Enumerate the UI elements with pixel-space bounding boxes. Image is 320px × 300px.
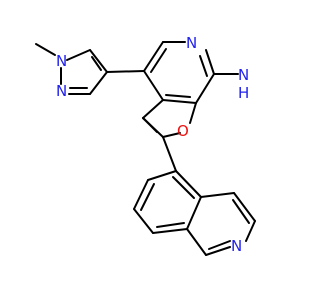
atom-amine-h: H bbox=[238, 84, 249, 102]
bond-layer bbox=[35, 41, 256, 256]
bond-pyrazole-pyridine bbox=[106, 70, 145, 73]
bond-c8a-c4a-iq bbox=[186, 196, 202, 230]
bond-c4-c3-iq bbox=[233, 192, 256, 222]
bond-c7a-c3a-double bbox=[165, 94, 191, 98]
bond-c1-c8a-iq bbox=[186, 228, 207, 256]
bond-c2-c3-double bbox=[142, 117, 158, 133]
bond-n1-c5 bbox=[66, 49, 91, 61]
bond-c4-c3-iq-double bbox=[232, 199, 250, 224]
bond-n2-c1-iq-double bbox=[208, 240, 231, 250]
bond-n6-c7 bbox=[205, 49, 215, 75]
bond-n6-c7-double bbox=[199, 55, 208, 77]
atom-isoquinoline-n: N bbox=[231, 237, 242, 255]
bond-c5-c6-iq bbox=[147, 170, 177, 181]
bond-c4a-c5-iq bbox=[175, 170, 202, 198]
bond-c7a-c3a bbox=[162, 99, 197, 104]
bond-c4-c5 bbox=[143, 41, 164, 72]
bond-c3-n2-iq bbox=[245, 220, 256, 242]
atom-furan-o: O bbox=[177, 122, 189, 140]
bond-c8-c8a-iq bbox=[152, 228, 188, 234]
bond-c5-c4-double bbox=[91, 56, 102, 71]
bond-c7a-o bbox=[189, 102, 197, 124]
bond-c7-c8-iq bbox=[133, 208, 154, 234]
bond-c6-c7-iq bbox=[133, 179, 149, 210]
bond-c4a-c5-iq-double bbox=[172, 176, 195, 199]
bond-c4-c3 bbox=[89, 71, 108, 95]
bond-methyl-n1 bbox=[35, 43, 56, 56]
atom-amine-n: N bbox=[238, 66, 249, 84]
bond-c4-c5-double bbox=[150, 48, 167, 73]
bond-c5-c4 bbox=[89, 49, 108, 73]
bond-n2-c1-iq bbox=[205, 246, 231, 256]
atom-pyrazole-n2: N bbox=[56, 82, 67, 100]
bond-c3-c3a bbox=[142, 99, 164, 119]
bond-o-c2 bbox=[162, 132, 181, 138]
atom-pyrazole-n1: N bbox=[56, 52, 67, 70]
bond-furan-isoquinoline bbox=[162, 136, 177, 172]
bond-c8-c8a-iq-double bbox=[156, 222, 185, 228]
bond-c3a-c4 bbox=[143, 70, 164, 101]
bond-c6-c7-iq-double bbox=[140, 183, 155, 211]
bond-c4a-c4-iq bbox=[200, 192, 235, 198]
bond-c7-c7a bbox=[195, 73, 215, 104]
atom-label-layer: N N N N H O N bbox=[56, 34, 249, 255]
atom-pyridine-n: N bbox=[186, 34, 197, 52]
molecule-diagram: N N N N H O N bbox=[35, 34, 256, 256]
